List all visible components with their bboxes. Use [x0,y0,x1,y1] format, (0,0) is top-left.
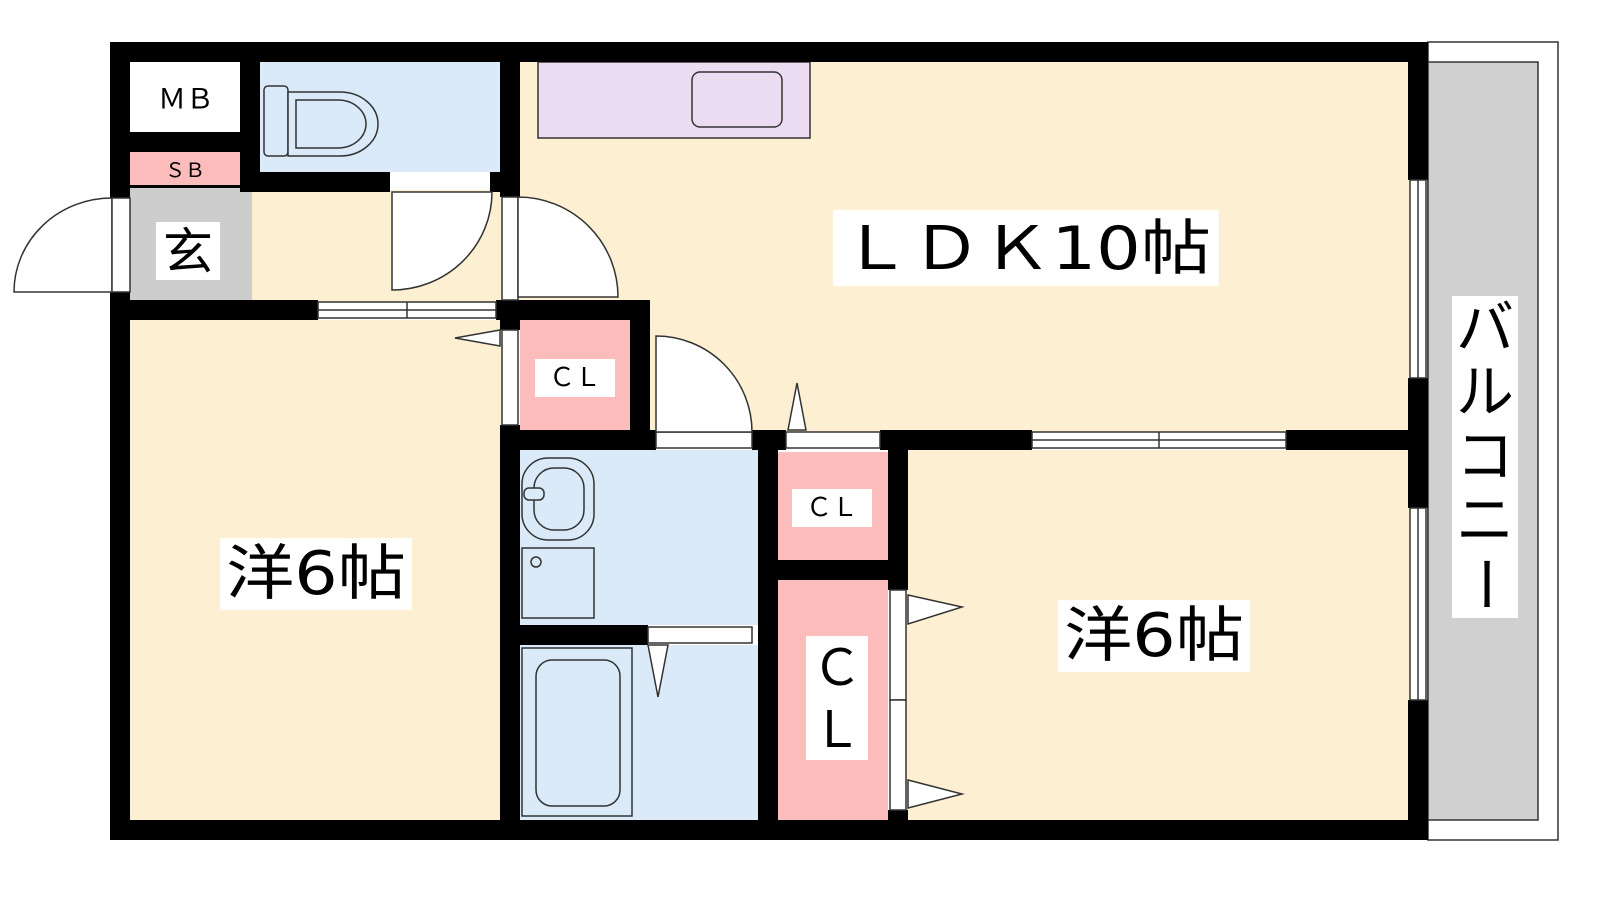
windows [317,179,1427,811]
closet-door-lower [907,779,965,809]
closet-middle-label-bg [792,489,872,527]
genkan-label: 玄 [163,223,213,281]
closet-door-upper [907,594,965,626]
balcony-label-char-5: ー [1451,555,1519,613]
ldk-label-bg [833,210,1219,286]
closet-large-label-c: Ｃ [812,639,862,697]
closet-large-label-l: Ｌ [812,701,862,759]
wash-basin-icon [521,457,595,541]
doors [13,191,965,809]
balcony-label-char-4: ニ [1456,486,1514,554]
mb-label-bg [138,76,234,122]
balcony-label-char-3: コ [1456,422,1514,490]
washroom-door [655,335,753,433]
western-left-label-bg [220,538,412,610]
balcony-label-char-1: バ [1456,294,1514,362]
toilet-icon [263,85,379,157]
kitchen-counter [537,61,811,139]
closet-middle-label: ＣＬ [806,493,858,523]
toilet-door [391,191,493,291]
bathtub-icon [521,647,633,817]
closet-upper-label-bg [535,359,615,397]
walls [110,42,1428,840]
ldk-label: ＬＤＫ10帖 [841,214,1211,284]
entrance-door [13,197,113,293]
mb-label: ＭＢ [158,83,214,116]
bedroom-door-left [454,329,501,347]
western-right-label-bg [1058,600,1250,672]
washing-machine-icon [521,547,595,619]
bath-door [647,644,669,698]
balcony-label-char-2: ル [1456,358,1514,426]
sink-icon [691,71,783,128]
ldk-door [517,196,619,298]
folding-door-top [787,382,807,431]
western-left-label: 洋6帖 [226,539,406,609]
closet-upper-label: ＣＬ [549,363,601,393]
genkan-label-bg [156,222,220,280]
sb-label: ＳＢ [165,158,205,182]
closet-large-label-bg [806,636,868,760]
western-right-label: 洋6帖 [1064,601,1244,671]
balcony-label-bg [1452,296,1518,618]
sb-floor [130,152,240,185]
